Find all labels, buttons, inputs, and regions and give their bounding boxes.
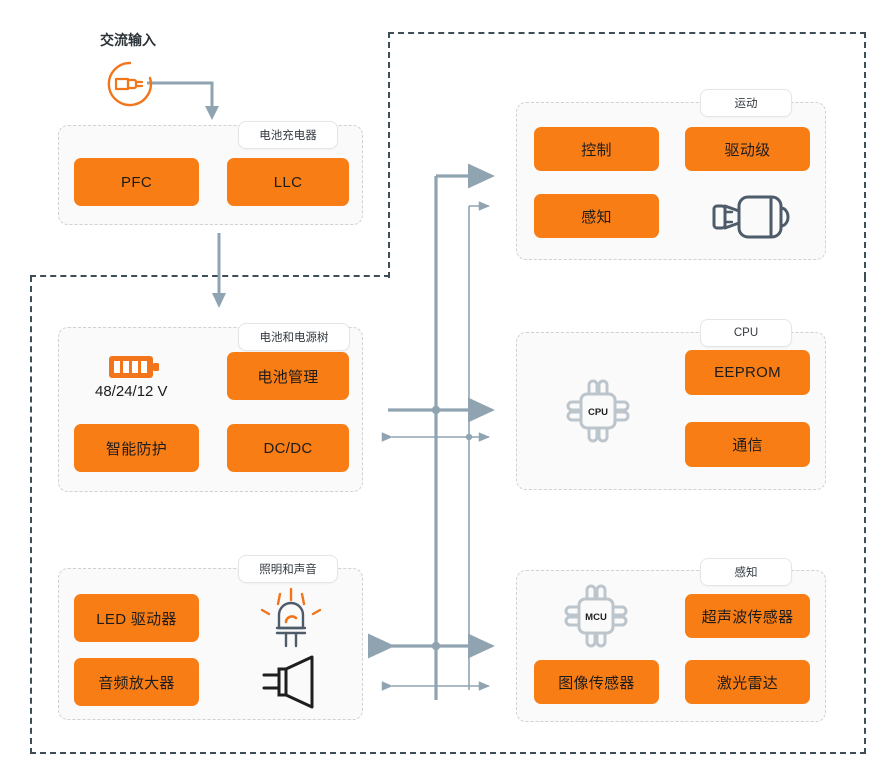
block-battery-management[interactable]: 电池管理 — [227, 352, 349, 400]
block-dcdc[interactable]: DC/DC — [227, 424, 349, 472]
block-ultrasonic-sensor[interactable]: 超声波传感器 — [685, 594, 810, 638]
ac-input-label: 交流输入 — [100, 32, 156, 48]
battery-voltage-label: 48/24/12 V — [95, 383, 168, 400]
block-motion-sensing[interactable]: 感知 — [534, 194, 659, 238]
wire-junction-dots — [431, 405, 473, 651]
mcu-chip-icon: MCU — [560, 580, 632, 652]
block-llc[interactable]: LLC — [227, 158, 349, 206]
wire-ac-to-charger — [147, 81, 219, 120]
block-drive-stage[interactable]: 驱动级 — [685, 127, 810, 171]
group-label-motion: 运动 — [700, 89, 792, 117]
battery-icon — [108, 352, 164, 382]
block-motion-control[interactable]: 控制 — [534, 127, 659, 171]
block-eeprom[interactable]: EEPROM — [685, 350, 810, 395]
wire-secondary-bus — [381, 201, 490, 691]
group-label-sensing: 感知 — [700, 558, 792, 586]
block-image-sensor[interactable]: 图像传感器 — [534, 660, 659, 704]
group-label-battery-power-tree: 电池和电源树 — [238, 323, 350, 351]
cpu-chip-icon-text: CPU — [588, 407, 608, 418]
speaker-icon — [262, 655, 324, 709]
group-label-battery-charger: 电池充电器 — [238, 121, 338, 149]
mcu-chip-icon-text: MCU — [585, 612, 607, 623]
motor-icon — [705, 192, 791, 242]
group-label-cpu: CPU — [700, 319, 792, 347]
group-label-lighting-sound: 照明和声音 — [238, 555, 338, 583]
block-audio-amplifier[interactable]: 音频放大器 — [74, 658, 199, 706]
wire-charger-to-battery — [212, 233, 226, 308]
cpu-chip-icon: CPU — [562, 375, 634, 447]
wire-main-bus — [368, 163, 495, 700]
block-lidar[interactable]: 激光雷达 — [685, 660, 810, 704]
block-smart-protection[interactable]: 智能防护 — [74, 424, 199, 472]
block-pfc[interactable]: PFC — [74, 158, 199, 206]
power-plug-icon — [104, 58, 156, 110]
led-lamp-icon — [260, 586, 322, 648]
block-communication[interactable]: 通信 — [685, 422, 810, 467]
block-led-driver[interactable]: LED 驱动器 — [74, 594, 199, 642]
